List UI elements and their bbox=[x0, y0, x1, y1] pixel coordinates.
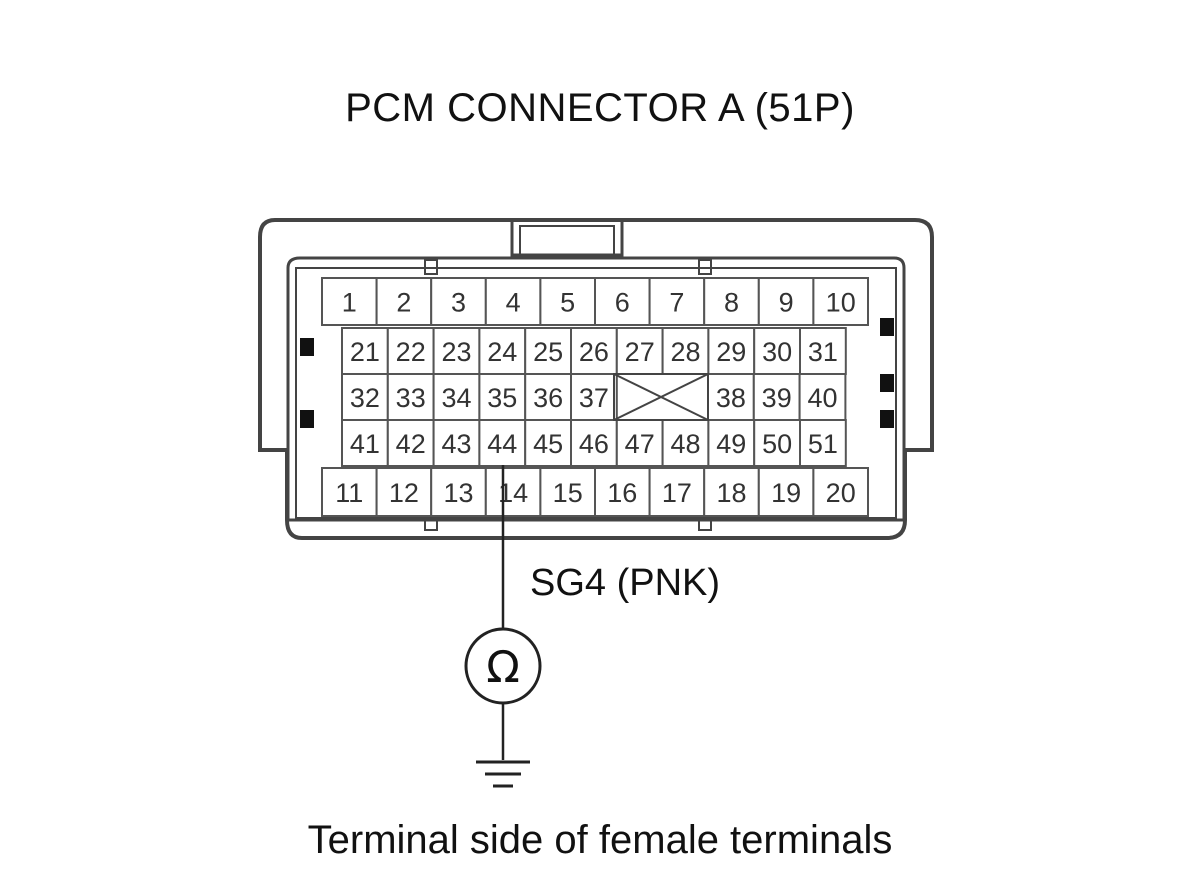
terminal-number: 25 bbox=[533, 337, 563, 367]
terminal-number: 23 bbox=[441, 337, 471, 367]
terminal-cavity bbox=[648, 277, 706, 326]
terminal-number: 1 bbox=[342, 288, 357, 318]
terminal-number: 10 bbox=[826, 288, 856, 318]
terminal-number: 15 bbox=[553, 478, 583, 508]
terminal-cavity bbox=[524, 373, 573, 421]
terminal-number: 11 bbox=[335, 478, 363, 508]
terminal-cavity bbox=[798, 373, 847, 421]
diagram-caption: Terminal side of female terminals bbox=[307, 818, 893, 862]
terminal-number: 16 bbox=[607, 478, 637, 508]
terminal-number: 19 bbox=[771, 478, 801, 508]
terminal-number: 43 bbox=[441, 429, 471, 459]
terminal-number: 41 bbox=[350, 429, 380, 459]
ground-icon bbox=[476, 760, 530, 788]
terminal-cavity bbox=[478, 419, 527, 467]
terminal-number: 13 bbox=[443, 478, 473, 508]
terminal-number: 3 bbox=[451, 288, 466, 318]
terminal-number: 36 bbox=[533, 383, 563, 413]
terminal-number: 44 bbox=[487, 429, 517, 459]
terminal-number: 37 bbox=[579, 383, 609, 413]
terminal-number: 24 bbox=[487, 337, 517, 367]
diagram-title: PCM CONNECTOR A (51P) bbox=[345, 86, 855, 130]
terminal-cavity bbox=[799, 419, 847, 467]
terminal-cavity bbox=[375, 467, 433, 517]
terminal-number: 6 bbox=[615, 288, 630, 318]
terminal-cavity bbox=[341, 373, 389, 421]
terminal-number: 28 bbox=[670, 337, 700, 367]
terminal-number: 17 bbox=[662, 478, 692, 508]
terminal-cavity bbox=[321, 277, 378, 326]
terminal-cavity bbox=[430, 277, 487, 326]
terminal-cavity bbox=[524, 327, 573, 375]
terminal-number: 4 bbox=[506, 288, 521, 318]
terminal-number: 22 bbox=[396, 337, 426, 367]
side-keys bbox=[300, 318, 894, 428]
terminal-cavity bbox=[386, 419, 435, 467]
terminal-cavity bbox=[484, 467, 542, 517]
terminal-cavity bbox=[812, 277, 870, 326]
terminal-cavity bbox=[386, 327, 435, 375]
meter-symbol: Ω bbox=[486, 642, 520, 693]
terminal-number: 30 bbox=[762, 337, 792, 367]
terminal-number: 29 bbox=[716, 337, 746, 367]
terminal-cavity bbox=[478, 373, 527, 421]
terminal-number: 32 bbox=[350, 383, 380, 413]
connector-shell bbox=[258, 218, 934, 540]
terminal-number: 47 bbox=[625, 429, 655, 459]
terminal-number: 21 bbox=[350, 337, 380, 367]
terminal-number: 40 bbox=[807, 383, 837, 413]
terminal-cavity bbox=[539, 467, 597, 517]
terminal-number: 48 bbox=[670, 429, 700, 459]
terminal-cavity bbox=[703, 467, 760, 517]
terminal-number: 18 bbox=[716, 478, 746, 508]
terminal-cavity bbox=[661, 327, 710, 375]
terminal-cavity bbox=[757, 467, 815, 517]
terminal-number: 26 bbox=[579, 337, 609, 367]
terminal-number: 27 bbox=[625, 337, 655, 367]
ohmmeter-icon: Ω bbox=[464, 627, 542, 705]
terminal-cavity bbox=[341, 419, 389, 467]
blank-cavity bbox=[613, 373, 709, 421]
terminal-cavity bbox=[432, 373, 481, 421]
terminal-number: 34 bbox=[441, 383, 471, 413]
terminal-number: 33 bbox=[396, 383, 426, 413]
terminal-number: 46 bbox=[579, 429, 609, 459]
terminal-number: 51 bbox=[808, 429, 838, 459]
terminal-cavity bbox=[812, 467, 870, 517]
terminal-cavity bbox=[757, 277, 815, 326]
terminal-cavity bbox=[341, 327, 389, 375]
wire-label: SG4 (PNK) bbox=[530, 562, 721, 604]
terminal-number: 7 bbox=[669, 288, 684, 318]
terminal-number: 12 bbox=[389, 478, 419, 508]
terminal-number: 49 bbox=[716, 429, 746, 459]
terminal-number: 35 bbox=[487, 383, 517, 413]
terminal-number: 42 bbox=[396, 429, 426, 459]
terminal-number: 45 bbox=[533, 429, 563, 459]
terminal-number: 50 bbox=[762, 429, 792, 459]
terminal-number: 20 bbox=[826, 478, 856, 508]
terminal-number: 5 bbox=[560, 288, 575, 318]
terminal-number: 2 bbox=[396, 288, 411, 318]
terminal-number: 9 bbox=[779, 288, 794, 318]
terminal-number: 31 bbox=[808, 337, 838, 367]
terminal-number: 39 bbox=[762, 383, 792, 413]
terminal-cavity bbox=[799, 327, 847, 375]
terminal-number: 8 bbox=[724, 288, 739, 318]
terminal-cavity bbox=[753, 419, 802, 467]
terminal-number: 38 bbox=[716, 383, 746, 413]
terminal-cavity bbox=[615, 327, 664, 375]
